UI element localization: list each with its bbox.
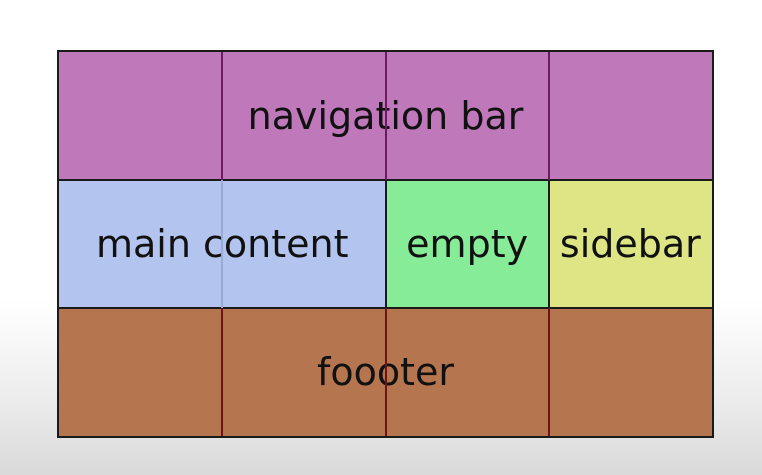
- empty-area: empty: [385, 180, 549, 308]
- main-content-label: main content: [95, 222, 349, 266]
- main-content-area: main content: [59, 180, 386, 308]
- footer-label: foooter: [316, 350, 455, 394]
- navigation-bar-area: navigation bar: [59, 52, 712, 180]
- sidebar-label: sidebar: [559, 222, 701, 266]
- empty-label: empty: [406, 222, 529, 266]
- sidebar-area: sidebar: [548, 180, 712, 308]
- css-grid-layout-diagram: navigation bar main content empty sideba…: [57, 50, 714, 438]
- footer-area: foooter: [59, 308, 712, 436]
- navigation-bar-label: navigation bar: [247, 94, 524, 138]
